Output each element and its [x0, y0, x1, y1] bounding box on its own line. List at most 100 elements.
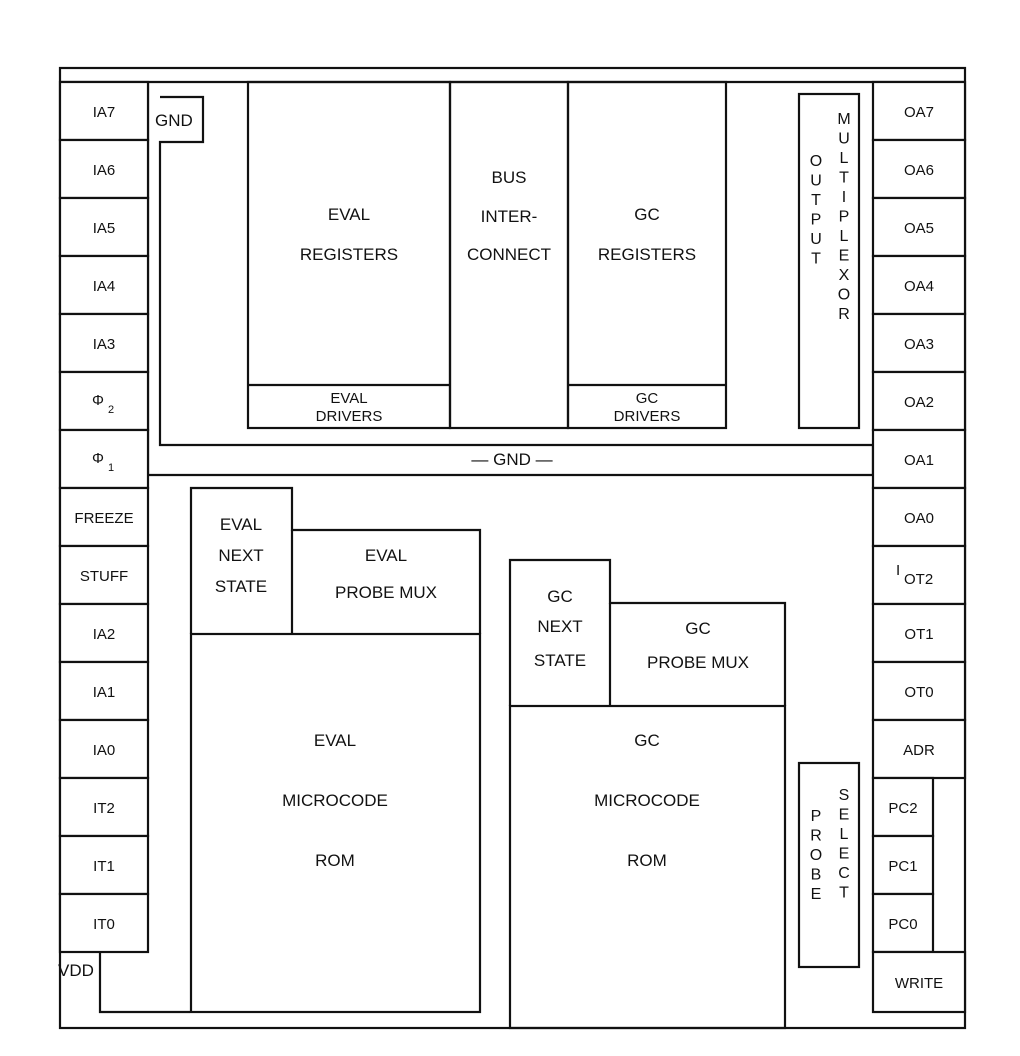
pin-label: OA7 — [904, 104, 934, 121]
output-multiplexor-letter: U — [810, 231, 822, 248]
output-multiplexor-letter: L — [840, 228, 849, 245]
pin-it1 — [58, 834, 150, 896]
output-multiplexor-block — [797, 92, 861, 430]
eval-microcode-rom-label: MICROCODE — [282, 791, 388, 810]
eval-microcode-rom-block — [189, 632, 482, 1014]
eval-registers-label: EVAL — [328, 205, 370, 224]
pin-ia1 — [58, 660, 150, 722]
pin-label: IA0 — [93, 742, 116, 759]
pin-it2 — [58, 776, 150, 838]
left-pin-column: IA7 IA6 IA5 IA4 IA3 Φ 2 Φ 1 FREEZE STUFF… — [58, 80, 150, 954]
output-multiplexor-letter: R — [838, 306, 850, 323]
pin-label: WRITE — [895, 975, 943, 992]
gc-microcode-rom-label: GC — [634, 731, 660, 750]
output-multiplexor-letter: M — [837, 111, 850, 128]
gc-registers-block — [566, 80, 728, 430]
output-multiplexor-letter: I — [842, 189, 846, 206]
gnd-bus-label: — GND — — [471, 450, 552, 469]
bus-interconnect-label: INTER- — [481, 207, 538, 226]
pin-adr — [871, 718, 967, 780]
pin-label: OA0 — [904, 510, 934, 527]
pin-phi1 — [58, 428, 150, 490]
pin-label: OA3 — [904, 336, 934, 353]
gc-probe-mux-label: GC — [685, 619, 711, 638]
pin-label: IA7 — [93, 104, 116, 121]
probe-select-letter: T — [839, 885, 849, 902]
pin-ia5 — [58, 196, 150, 258]
gc-microcode-rom-label: MICROCODE — [594, 791, 700, 810]
gc-next-state-probe-mux-outline — [508, 558, 787, 706]
pin-label: IA2 — [93, 626, 116, 643]
probe-select-letter: S — [839, 787, 850, 804]
pin-oa0 — [871, 486, 967, 548]
pin-label: Φ — [92, 392, 104, 409]
gc-drivers-label: DRIVERS — [614, 408, 681, 425]
pin-label: IA3 — [93, 336, 116, 353]
output-multiplexor-letter: U — [838, 131, 850, 148]
eval-next-state-label: EVAL — [220, 515, 262, 534]
eval-microcode-rom-label: EVAL — [314, 731, 356, 750]
pin-label: OT0 — [904, 684, 933, 701]
pin-pc1 — [871, 834, 935, 896]
probe-select-letter: E — [839, 846, 850, 863]
phi1-subscript: 1 — [108, 462, 114, 474]
probe-select-letter: R — [810, 828, 822, 845]
gnd-rail — [146, 82, 875, 477]
probe-select-letter: O — [810, 847, 822, 864]
pin-label: OA6 — [904, 162, 934, 179]
probe-select-block — [797, 761, 861, 969]
pin-label: IT1 — [93, 858, 115, 875]
eval-drivers-label: DRIVERS — [316, 408, 383, 425]
output-multiplexor-letter: P — [811, 212, 822, 229]
pin-label: OT1 — [904, 626, 933, 643]
pin-label: FREEZE — [74, 510, 133, 527]
pin-label: ADR — [903, 742, 935, 759]
output-multiplexor-letter: O — [810, 153, 822, 170]
pin-label: OT2 — [904, 571, 933, 588]
output-multiplexor-letter: T — [811, 251, 821, 268]
probe-select-letter: P — [811, 808, 822, 825]
probe-select-letter: C — [838, 865, 850, 882]
output-multiplexor-letter: X — [839, 267, 850, 284]
bus-interconnect-label: CONNECT — [467, 245, 551, 264]
eval-probe-mux-label: PROBE MUX — [335, 583, 437, 602]
phi2-subscript: 2 — [108, 404, 114, 416]
pin-label: STUFF — [80, 568, 128, 585]
pin-label: IA1 — [93, 684, 116, 701]
pin-ia6 — [58, 138, 150, 200]
pin-label: PC1 — [888, 858, 917, 875]
pin-label: OA1 — [904, 452, 934, 469]
gc-next-state-label: NEXT — [537, 617, 582, 636]
pin-freeze — [58, 486, 150, 548]
gc-microcode-rom-block — [508, 704, 787, 1030]
pin-it0 — [58, 892, 150, 954]
eval-microcode-rom-label: ROM — [315, 851, 355, 870]
pin-oa7 — [871, 80, 967, 142]
pin-label: IA4 — [93, 278, 116, 295]
eval-next-state-probe-mux-outline — [189, 486, 482, 634]
pin-ot2 — [871, 544, 967, 606]
output-multiplexor-letter: O — [838, 287, 850, 304]
pin-ot0 — [871, 660, 967, 722]
gc-next-state-label: STATE — [534, 651, 586, 670]
vdd-pad-label: VDD — [58, 961, 94, 980]
gc-next-state-label: GC — [547, 587, 573, 606]
ot2-prefix: I — [896, 562, 900, 579]
pin-label: IT2 — [93, 800, 115, 817]
gc-registers-label: REGISTERS — [598, 245, 696, 264]
eval-probe-mux-label: EVAL — [365, 546, 407, 565]
gnd-pad-label: GND — [155, 111, 193, 130]
bus-interconnect-label: BUS — [492, 168, 527, 187]
pin-label: IT0 — [93, 916, 115, 933]
output-multiplexor-letter: P — [839, 209, 850, 226]
gc-probe-mux-label: PROBE MUX — [647, 653, 749, 672]
right-pin-column: OA7 OA6 OA5 OA4 OA3 OA2 OA1 OA0 I OT2 OT… — [871, 80, 967, 1014]
pin-oa3 — [871, 312, 967, 374]
pin-label: IA5 — [93, 220, 116, 237]
pin-label: IA6 — [93, 162, 116, 179]
pin-label: PC2 — [888, 800, 917, 817]
